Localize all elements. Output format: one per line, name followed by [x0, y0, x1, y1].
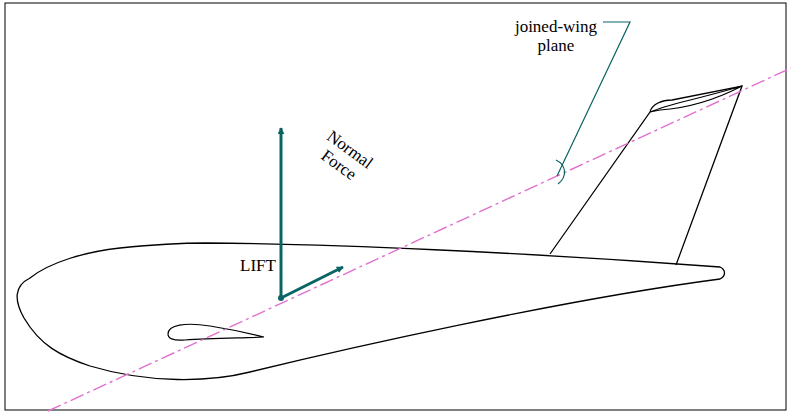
- force-label: LIFT: [228, 257, 288, 276]
- vertical-tail: [550, 86, 742, 265]
- lift-arrow: [280, 128, 283, 298]
- fuselage: [17, 243, 724, 380]
- angle-arc: [556, 160, 565, 184]
- frame-border: [5, 3, 786, 410]
- callout-label: joined-wing plane: [511, 18, 601, 55]
- force-origin-dot: [278, 295, 284, 301]
- tail-tip: [650, 86, 742, 112]
- joined-wing-plane-line: [48, 68, 791, 411]
- force-label: Normal Force: [308, 125, 380, 192]
- wing-root-airfoil: [168, 324, 264, 340]
- normal-force-arrow: [281, 267, 343, 298]
